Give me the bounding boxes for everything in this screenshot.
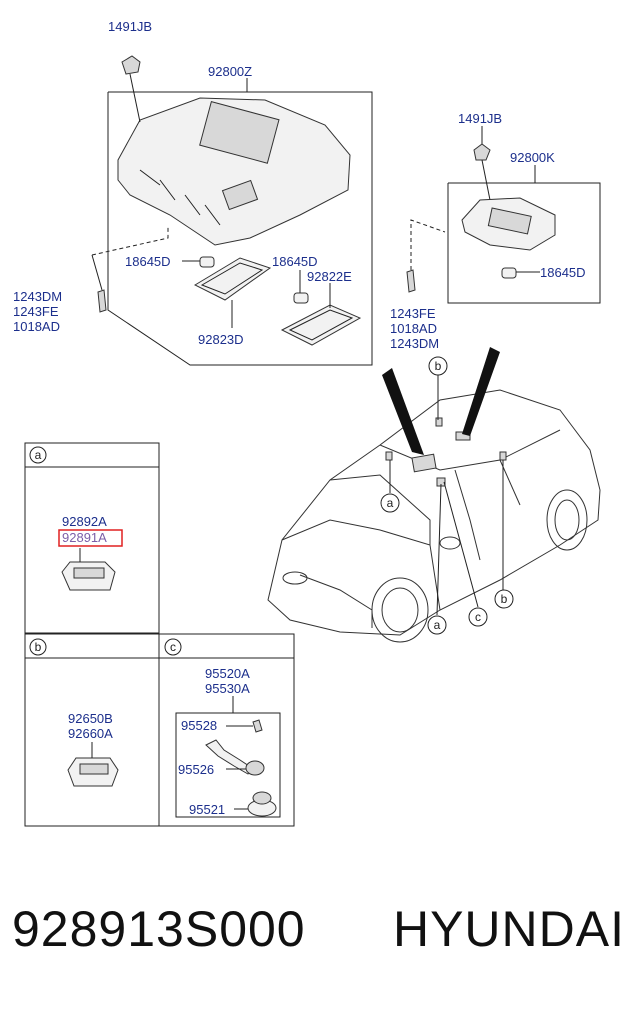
label-1243fe-left: 1243FE	[13, 304, 59, 319]
label-95521: 95521	[189, 802, 225, 817]
svg-text:b: b	[435, 359, 442, 373]
bulb-18645d-k[interactable]	[501, 267, 517, 279]
bulb-18645d-right[interactable]	[293, 292, 309, 304]
detail-c-marker: c	[170, 640, 176, 654]
label-92892a: 92892A	[62, 514, 107, 529]
svg-text:c: c	[475, 610, 481, 624]
detail-box-b: b	[24, 633, 160, 827]
label-95528: 95528	[181, 718, 217, 733]
detail-box-a: a	[24, 442, 160, 634]
label-92822e: 92822E	[307, 269, 352, 284]
detail-b-marker: b	[35, 640, 42, 654]
console-92800k-group	[406, 126, 601, 304]
detail-a-marker: a	[35, 448, 42, 462]
label-1491jb-right: 1491JB	[458, 111, 502, 126]
overhead-console-92800z[interactable]	[117, 97, 351, 246]
svg-text:a: a	[434, 618, 441, 632]
clip-1491jb-right[interactable]	[473, 143, 491, 161]
callout-b-right[interactable]: b	[494, 589, 514, 609]
label-92823d: 92823D	[198, 332, 244, 347]
callout-b-top[interactable]: b	[428, 356, 448, 376]
label-92800z: 92800Z	[208, 64, 252, 79]
label-95520a: 95520A	[205, 666, 250, 681]
label-92891a: 92891A	[62, 530, 107, 545]
label-1243dm-left: 1243DM	[13, 289, 62, 304]
label-1243fe-right: 1243FE	[390, 306, 436, 321]
label-1243dm-right: 1243DM	[390, 336, 439, 351]
label-1018ad-left: 1018AD	[13, 319, 60, 334]
brand-name: HYUNDAI	[392, 901, 625, 957]
label-18645d-k: 18645D	[540, 265, 586, 280]
screw-1243dm-left[interactable]	[97, 289, 107, 313]
callout-c[interactable]: c	[468, 607, 488, 627]
screw-1243fe-right[interactable]	[406, 269, 416, 293]
bulb-18645d-left[interactable]	[199, 256, 215, 268]
lens-92822e[interactable]	[280, 304, 362, 346]
car-illustration	[267, 347, 601, 643]
detail-box-c: c	[158, 633, 295, 827]
callout-a-left[interactable]: a	[380, 493, 400, 513]
label-92650b: 92650B	[68, 711, 113, 726]
label-92800k: 92800K	[510, 150, 555, 165]
console-92800z-group	[91, 55, 373, 366]
callout-a-bottom[interactable]: a	[427, 615, 447, 635]
svg-text:a: a	[387, 496, 394, 510]
label-1018ad-right: 1018AD	[390, 321, 437, 336]
highlight-box-92891a	[58, 529, 123, 547]
parts-diagram: 1491JB 92800Z 18645D 18645D 92822E 92823…	[13, 19, 601, 827]
roof-lamp-center[interactable]	[411, 453, 437, 473]
svg-text:b: b	[501, 592, 508, 606]
bolt-95528[interactable]	[252, 719, 263, 733]
footer: 928913S000 HYUNDAI	[0, 900, 639, 980]
label-95526: 95526	[178, 762, 214, 777]
clip-1491jb[interactable]	[121, 55, 141, 75]
label-18645d-right: 18645D	[272, 254, 318, 269]
label-18645d-left: 18645D	[125, 254, 171, 269]
label-95530a: 95530A	[205, 681, 250, 696]
part-number: 928913S000	[12, 901, 306, 957]
label-92660a: 92660A	[68, 726, 113, 741]
label-1491jb-top: 1491JB	[108, 19, 152, 34]
